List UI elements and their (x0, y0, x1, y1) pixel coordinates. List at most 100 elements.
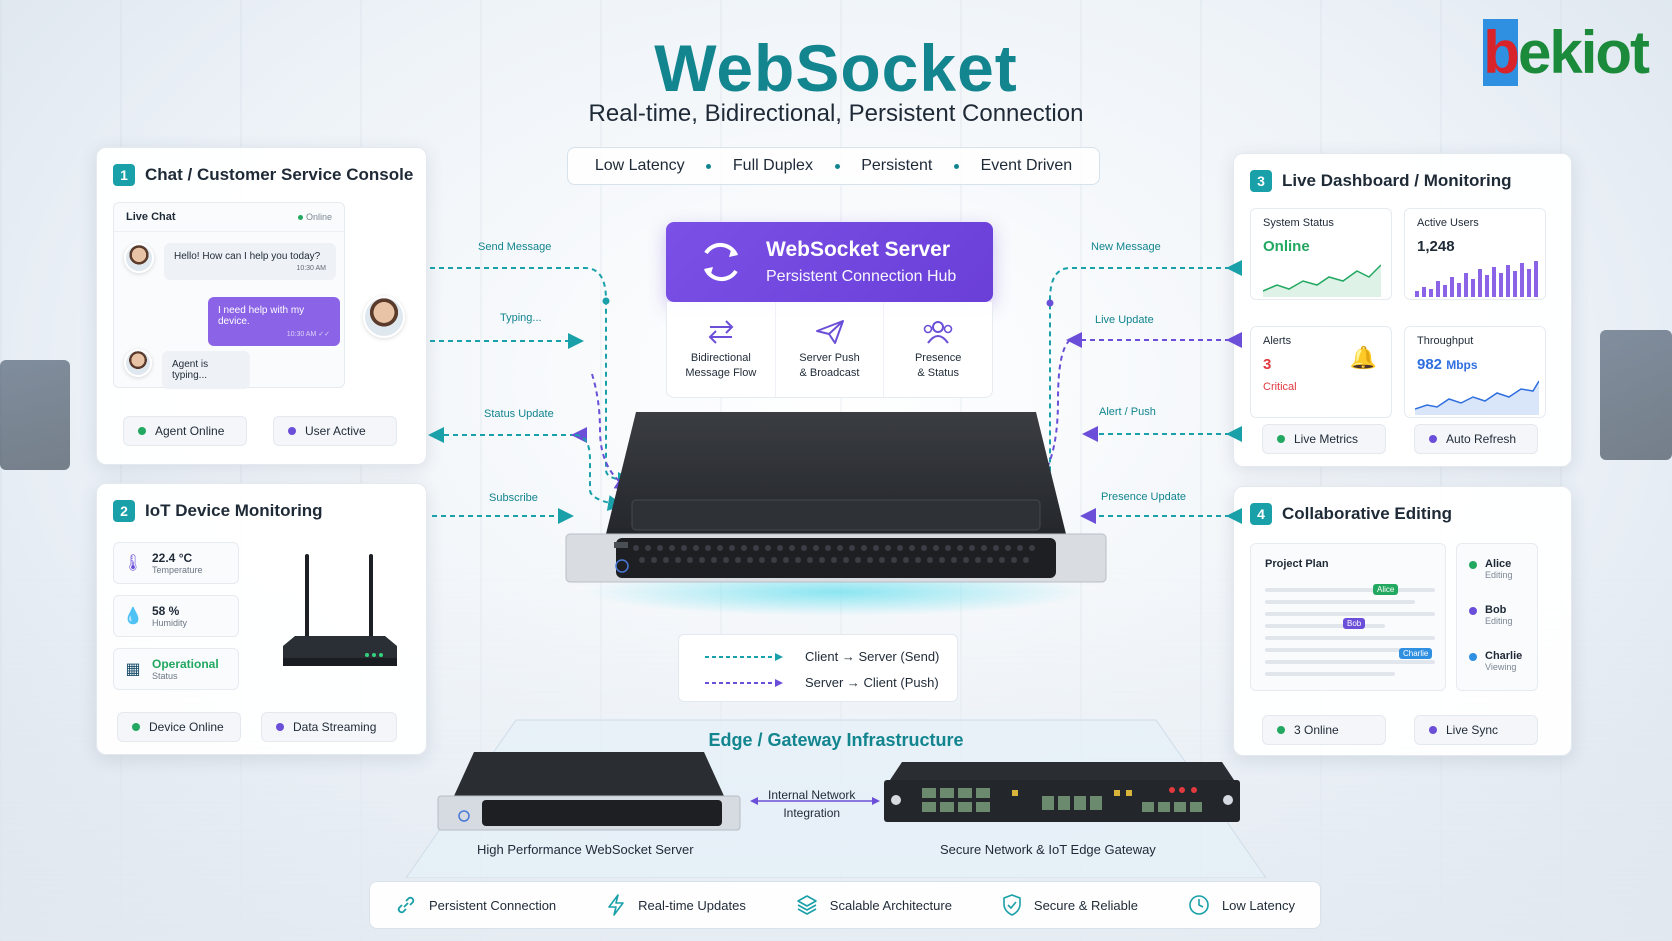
card-title: IoT Device Monitoring (145, 501, 323, 520)
collaborator-name: Bob (1485, 604, 1507, 616)
websocket-server-hub: WebSocket Server Persistent Connection H… (666, 222, 993, 302)
doc-line (1265, 612, 1435, 616)
flow-legend: Client → Server (Send) Server → Client (… (678, 634, 958, 702)
brand-logo: bekiot (1483, 18, 1650, 87)
humidity-reading: 💧 58 %Humidity (113, 595, 239, 637)
chip-label: Device Online (149, 720, 224, 734)
tile-label: Alerts (1263, 335, 1292, 347)
edge-server-label: High Performance WebSocket Server (477, 842, 694, 857)
water-drop-icon: 💧 (123, 608, 143, 625)
server-appliance-illustration (565, 412, 1107, 616)
link-icon (397, 896, 415, 914)
online-count-chip: 3 Online (1262, 715, 1386, 745)
active-users-tile: Active Users 1,248 (1404, 208, 1546, 300)
feature-line: Server Push (799, 352, 860, 365)
collaborator-status: Editing (1485, 570, 1513, 580)
chat-console-card: 1 Chat / Customer Service Console Live C… (96, 147, 427, 465)
chip-label: User Active (305, 424, 366, 438)
system-status-sparkline (1263, 264, 1381, 297)
logo-accent: b (1483, 19, 1520, 86)
pill-separator (834, 163, 840, 169)
tile-value: 982 Mbps (1417, 356, 1533, 373)
flow-label-subscribe: Subscribe (489, 492, 538, 504)
reading-value: 58 % (152, 604, 180, 618)
lightning-icon (608, 894, 624, 916)
tile-label: Throughput (1417, 335, 1474, 347)
feature-label: Secure & Reliable (1033, 897, 1138, 913)
card-title: Live Dashboard / Monitoring (1282, 171, 1512, 190)
edge-title: Edge / Gateway Infrastructure (708, 730, 964, 750)
cursor-tag-charlie: Charlie (1399, 648, 1433, 659)
agent-message-text: Hello! How can I help you today? (174, 251, 321, 262)
edge-link-line: Integration (783, 806, 841, 820)
feature-scalable-architecture: Scalable Architecture (796, 894, 952, 916)
bell-icon: 🔔 (1349, 345, 1377, 370)
feature-label: Low Latency (1221, 897, 1295, 913)
feature-label: Scalable Architecture (829, 897, 952, 913)
tile-value: 3 (1263, 356, 1272, 373)
tile-sub: Critical (1263, 381, 1297, 393)
chip-label: Live Sync (1446, 723, 1499, 737)
logo-text: ekiot (1517, 19, 1650, 86)
live-chat-window: Live Chat Online Hello! How can I help y… (113, 202, 345, 389)
flow-label-send-message: Send Message (478, 241, 552, 253)
feature-label: Persistent Connection (428, 897, 557, 913)
chat-status: Online (297, 211, 332, 223)
card-number: 3 (1250, 170, 1272, 192)
purple-dot-icon (1429, 726, 1437, 734)
card-header: 3 Live Dashboard / Monitoring (1250, 170, 1512, 192)
server-subtitle: Persistent Connection Hub (766, 268, 957, 285)
user-active-chip: User Active (273, 416, 397, 446)
system-status-tile: System Status Online (1250, 208, 1392, 300)
reading-label: Humidity (152, 618, 188, 628)
doc-line (1265, 600, 1415, 604)
doc-line (1265, 636, 1435, 640)
chat-status-text: Online (305, 212, 332, 222)
green-dot-icon (1277, 435, 1285, 443)
feature-low-latency: Low Latency (1188, 894, 1295, 916)
user-message: I need help with my device. 10:30 AM ✓✓ (208, 297, 340, 346)
reading-value: Operational (152, 657, 219, 671)
shield-icon (1003, 894, 1021, 916)
green-dot-icon (1469, 561, 1477, 569)
pill-separator (706, 163, 712, 169)
online-dot-icon (297, 214, 303, 220)
property-pills: Low Latency Full Duplex Persistent Event… (567, 147, 1100, 185)
tile-label: Active Users (1417, 217, 1479, 229)
purple-dot-icon (276, 723, 284, 731)
user-message-text: I need help with my device. (218, 305, 305, 327)
green-dot-icon (138, 427, 146, 435)
internal-link-arrow (750, 797, 880, 805)
iot-router-illustration (283, 554, 397, 666)
purple-dot-icon (288, 427, 296, 435)
agent-online-chip: Agent Online (123, 416, 247, 446)
purple-dot-icon (1469, 607, 1477, 615)
reading-label: Status (152, 671, 178, 681)
feature-line: Message Flow (685, 366, 757, 379)
clock-icon (1189, 895, 1209, 915)
edge-gateway-label: Secure Network & IoT Edge Gateway (940, 842, 1156, 857)
feature-server-push: Server Push& Broadcast (776, 302, 885, 397)
collaborator-status: Editing (1485, 616, 1513, 626)
feature-line: Bidirectional (690, 352, 751, 365)
collaborator-status: Viewing (1485, 662, 1517, 672)
live-metrics-chip: Live Metrics (1262, 424, 1386, 454)
legend-push: Server → Client (Push) (705, 675, 939, 690)
feature-line: & Broadcast (799, 366, 860, 379)
legend-push-label: Server → Client (Push) (805, 675, 939, 690)
chip-label: 3 Online (1294, 723, 1339, 737)
shared-document: Project Plan Alice Bob Charlie (1250, 543, 1446, 691)
chip-label: Agent Online (155, 424, 225, 438)
flow-label-live-update: Live Update (1095, 314, 1154, 326)
collaborator-name: Charlie (1485, 650, 1523, 662)
legend-send: Client → Server (Send) (705, 649, 939, 664)
websocket-server-small-illustration (437, 752, 741, 831)
